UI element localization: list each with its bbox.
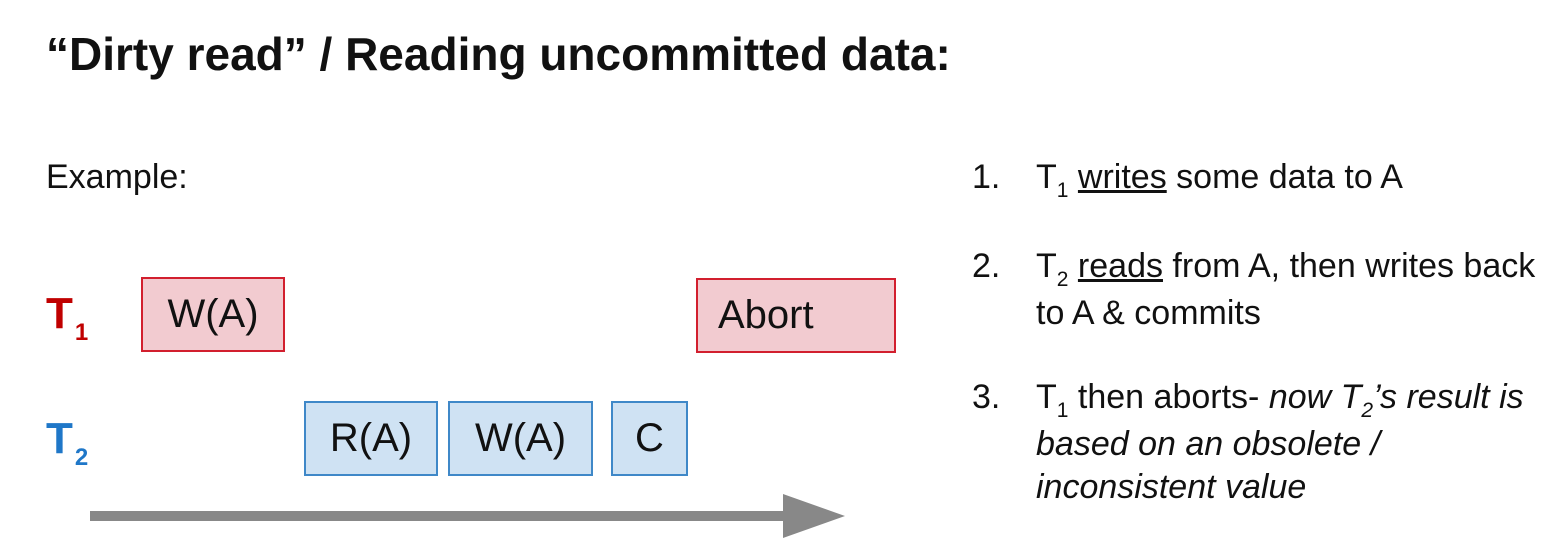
t2-label-name: T [46,414,73,463]
step-2-number: 2. [972,247,1001,285]
t2-label: T2 [46,414,88,470]
t2-label-sub: 2 [74,444,89,471]
step-2-rest: from A, then writes back to A & commits [1036,247,1536,332]
step-1-text: T1 writes some data to A [1036,156,1547,203]
step-3-t: T [1036,378,1057,416]
t1-label: T1 [46,289,88,345]
t1-write-box: W(A) [141,277,285,352]
step-1-t-sub: 1 [1056,179,1069,202]
step-3-text: T1 then aborts- now T2’s result is based… [1036,376,1547,509]
step-2-t-sub: 2 [1056,268,1069,291]
step-1-verb: writes [1077,158,1167,196]
step-2-verb: reads [1077,247,1163,285]
timeline-arrow-head [783,494,845,538]
step-2-t: T [1036,247,1057,285]
step-1-t: T [1036,158,1057,196]
step-1-rest: some data to A [1166,158,1403,196]
t1-label-name: T [46,289,73,338]
step-3-italic-post: ’s result is based on an obsolete / inco… [1036,378,1524,506]
t2-write-box: W(A) [448,401,593,476]
t2-read-box: R(A) [304,401,438,476]
step-3-italic-sub: 2 [1361,399,1374,422]
page-title: “Dirty read” / Reading uncommitted data: [46,28,951,80]
step-3-plain: then aborts- [1068,378,1269,416]
t1-abort-box: Abort [696,278,896,353]
example-label: Example: [46,158,188,196]
step-3-italic-pre: now T [1268,378,1362,416]
step-3-number: 3. [972,378,1001,416]
t2-commit-box: C [611,401,688,476]
step-2-text: T2 reads from A, then writes back to A &… [1036,245,1547,335]
timeline-arrow [90,494,845,538]
t1-label-sub: 1 [74,319,89,346]
step-3-t-sub: 1 [1056,399,1069,422]
step-1-number: 1. [972,158,1001,196]
